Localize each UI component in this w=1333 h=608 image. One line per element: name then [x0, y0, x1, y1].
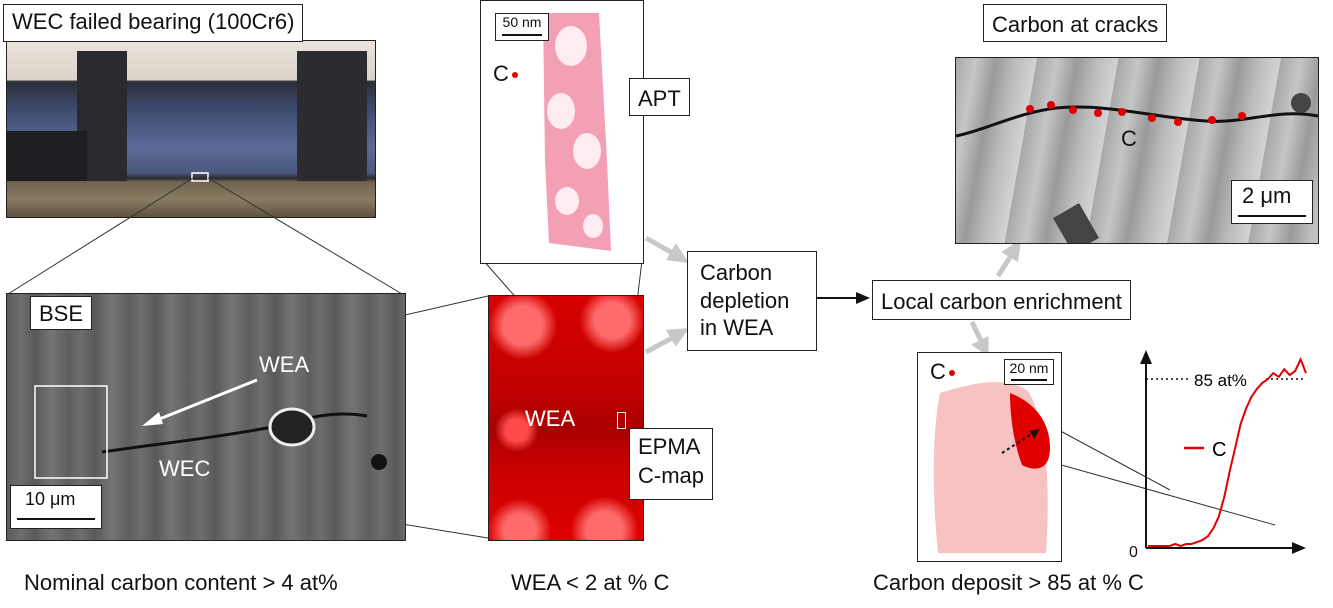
depletion-line1: Carbon	[700, 260, 773, 285]
depletion-line2: depletion	[700, 287, 790, 313]
epma-wea-label: WEA	[525, 406, 576, 431]
apt2-element-legend: C	[930, 361, 955, 383]
epma-image: WEA	[488, 295, 644, 541]
apt2-element-label: C	[930, 359, 946, 384]
apt-scalebar: 50 nm	[495, 13, 549, 41]
y-axis-arrow-icon	[1140, 350, 1152, 364]
cracks-scale-label: 2 μm	[1242, 183, 1292, 208]
carbon-dot-icon	[948, 370, 955, 377]
epma-tag: EPMA C-map	[629, 428, 714, 500]
threshold-label-bg	[1190, 368, 1264, 390]
bse-scale-label: 10 μm	[25, 489, 76, 509]
bottom-label-deposit: Carbon deposit > 85 at % C	[873, 570, 1144, 595]
photo-title: WEC failed bearing (100Cr6)	[3, 4, 304, 42]
bearing-photo	[6, 40, 376, 218]
carbon-enrichment-box: Local carbon enrichment	[872, 280, 1131, 320]
cracks-image: C 2 μm	[955, 57, 1319, 244]
apt2-drawing	[933, 382, 1050, 553]
cracks-scale-line	[1238, 215, 1306, 217]
x-axis-arrow-icon	[1292, 542, 1306, 554]
apt2-scalebar: 20 nm	[1004, 359, 1054, 385]
bse-image: WEA WEC 10 μm	[6, 293, 406, 541]
cracks-scalebar: 2 μm	[1231, 180, 1313, 224]
cracks-drawing	[956, 93, 1318, 243]
profile-zero-label: 0	[1129, 544, 1138, 561]
bse-scalebar: 10 μm	[10, 485, 102, 529]
apt-element-label: C	[493, 61, 509, 86]
carbon-dot-icon	[511, 72, 518, 79]
carbon-profile-chart: 85 at% C	[1140, 350, 1307, 554]
apt2-scale-label: 20 nm	[1009, 360, 1049, 376]
apt2-image: C 20 nm	[917, 352, 1062, 562]
apt-element-legend: C	[493, 63, 518, 85]
legend-label: C	[1212, 439, 1226, 461]
carbon-depletion-box: Carbon depletion in WEA	[687, 251, 817, 351]
apt-drawing	[543, 13, 611, 251]
bse-drawing	[34, 378, 387, 479]
epma-tag-line1: EPMA	[638, 434, 701, 459]
bse-wea-label: WEA	[259, 352, 310, 377]
bse-tag: BSE	[30, 296, 93, 330]
epma-tag-line2: C-map	[638, 462, 705, 488]
apt-scale-line	[502, 34, 542, 36]
bottom-label-nominal: Nominal carbon content > 4 at%	[24, 570, 338, 595]
depletion-line3: in WEA	[700, 315, 774, 340]
cracks-title: Carbon at cracks	[983, 4, 1168, 42]
apt-image: 50 nm C	[480, 0, 644, 264]
apt2-scale-line	[1011, 379, 1047, 381]
apt-scale-label: 50 nm	[502, 14, 542, 30]
bse-wec-label: WEC	[159, 456, 211, 481]
epma-roi-marker	[617, 412, 626, 429]
threshold-label: 85 at%	[1194, 371, 1247, 390]
bearing-photo-drawing	[7, 51, 367, 182]
bottom-label-wea: WEA < 2 at % C	[511, 570, 670, 595]
apt-tag: APT	[629, 78, 690, 116]
carbon-profile-series	[1148, 356, 1307, 548]
bse-scale-line	[17, 518, 95, 520]
cracks-c-label: C	[1121, 126, 1137, 151]
